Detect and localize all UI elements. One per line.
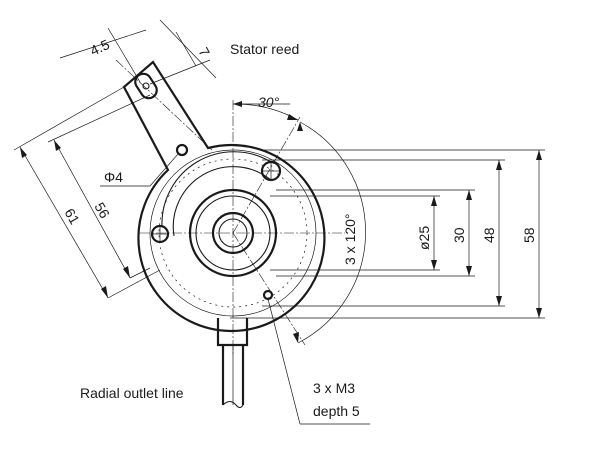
vertical-dimensions <box>431 150 542 318</box>
m3-thread-hole <box>262 289 274 301</box>
dim-30: 30 <box>451 227 467 243</box>
extension-lines-right <box>230 149 545 319</box>
reed-slot-center <box>142 82 150 90</box>
dim-7: 7 <box>195 45 213 60</box>
dim-48: 48 <box>481 227 497 243</box>
dim-4-5: 4.5 <box>88 36 113 59</box>
shaft-outer <box>211 211 255 255</box>
depth-label: depth 5 <box>313 403 360 419</box>
dim-phi25: ø25 <box>416 226 432 250</box>
outer-thin-circle <box>149 149 317 317</box>
center-lines <box>115 59 345 355</box>
dim-3x120-deg: 3 x 120° <box>342 213 358 265</box>
reed-slot <box>134 72 158 100</box>
shaft-inner <box>218 218 248 248</box>
inner-slot-arc-inner <box>172 166 272 237</box>
encoder-body <box>122 60 326 333</box>
bolt-circle <box>158 158 308 308</box>
angle-120-arc <box>293 121 366 344</box>
radial-outlet-cable <box>216 318 249 409</box>
thread-label: 3 x M3 <box>313 380 355 396</box>
dim-phi4: Φ4 <box>104 169 123 185</box>
inner-slot-arc-outer <box>161 151 272 227</box>
ring-phi30 <box>188 188 278 278</box>
dim-61: 61 <box>61 206 83 228</box>
dim-58: 58 <box>521 227 537 243</box>
diagonal-dimensions <box>13 86 161 299</box>
stator-reed-outline <box>122 60 326 333</box>
dim-30-deg: 30° <box>258 94 280 110</box>
stator-reed-label: Stator reed <box>230 41 299 57</box>
angle-30-arc <box>232 101 299 121</box>
radial-outlet-line-label: Radial outlet line <box>80 385 184 401</box>
leaders <box>100 153 370 425</box>
dim-56: 56 <box>91 200 113 222</box>
ring-phi25 <box>195 195 271 271</box>
top-dimensions <box>59 19 217 85</box>
phi4-hole <box>175 143 189 157</box>
